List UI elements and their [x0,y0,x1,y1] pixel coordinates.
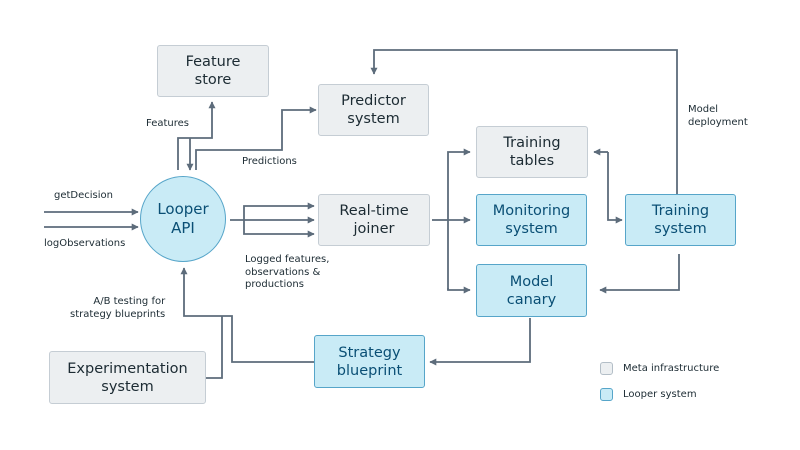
node-experimentation-system-line2: system [101,378,154,395]
node-model-canary-line2: canary [506,291,557,308]
label-predictions: Predictions [242,156,297,167]
node-strategy-blueprint-line1: Strategy [338,344,401,361]
label-logobservations: logObservations [44,238,126,249]
node-experimentation-system: Experimentation system [49,351,206,404]
node-feature-store-line2: store [194,72,232,88]
arrow-experimentation-to-api [206,316,223,379]
node-feature-store: Feature store [157,45,269,97]
node-experimentation-system-line1: Experimentation [67,360,188,377]
node-model-canary: Model canary [476,264,587,317]
legend-meta-swatch [600,362,613,375]
node-monitoring-system: Monitoring system [476,194,587,246]
legend-looper-swatch [600,388,613,401]
label-model-deployment: Model deployment [688,104,748,129]
label-ab-line2: strategy blueprints [70,308,166,320]
node-strategy-blueprint: Strategy blueprint [314,335,425,388]
node-monitoring-system-line1: Monitoring [492,203,571,219]
node-strategy-blueprint-line2: blueprint [336,362,403,379]
label-logged-line2: observations & [245,266,321,278]
node-realtime-joiner-line1: Real-time [339,203,409,219]
legend-looper-label: Looper system [623,389,697,400]
node-predictor-system-line1: Predictor [341,93,406,109]
arrow-model-deployment [370,49,678,194]
label-deployment-line1: Model [688,104,719,115]
label-features: Features [146,118,189,129]
arrow-to-feature-store [177,101,216,170]
node-predictor-system: Predictor system [318,84,429,136]
legend-meta-label: Meta infrastructure [623,363,720,374]
node-looper-api-line2: API [171,219,195,237]
node-realtime-joiner: Real-time joiner [318,194,430,246]
label-deployment-line2: deployment [688,116,748,128]
arrow-blueprint-to-api [180,267,316,363]
node-feature-store-line1: Feature [185,54,241,70]
node-realtime-joiner-line2: joiner [353,221,395,237]
node-looper-api: Looper API [140,176,226,262]
legend-looper-system: Looper system [600,388,697,401]
legend-meta-infrastructure: Meta infrastructure [600,362,719,375]
arrow-tables-to-training [607,152,623,224]
arrow-api-to-joiner-3 [243,220,315,238]
arrow-to-training-tables [447,148,471,290]
label-logged-features: Logged features, observations & producti… [245,254,329,292]
node-predictor-system-line2: system [347,111,400,127]
arrow-to-model-canary [447,286,471,294]
node-training-tables-line1: Training [503,135,561,151]
label-getdecision: getDecision [54,190,113,201]
arrow-training-to-canary [599,254,680,294]
node-training-system-line1: Training [651,203,710,219]
node-training-system: Training system [625,194,736,246]
node-model-canary-line1: Model [509,273,554,290]
label-ab-line1: A/B testing for [93,296,166,307]
label-logged-line1: Logged features, [245,254,330,265]
node-training-tables: Training tables [476,126,588,178]
arrow-canary-to-blueprint [429,318,531,366]
arrow-to-predictor [195,106,317,170]
node-monitoring-system-line2: system [505,221,558,237]
label-ab-testing: A/B testing for strategy blueprints [70,296,165,321]
node-training-tables-line2: tables [509,153,555,169]
node-looper-api-line1: Looper [157,200,209,218]
arrow-api-to-joiner [230,202,315,221]
label-logged-line3: productions [245,279,304,290]
node-training-system-line2: system [654,221,707,237]
